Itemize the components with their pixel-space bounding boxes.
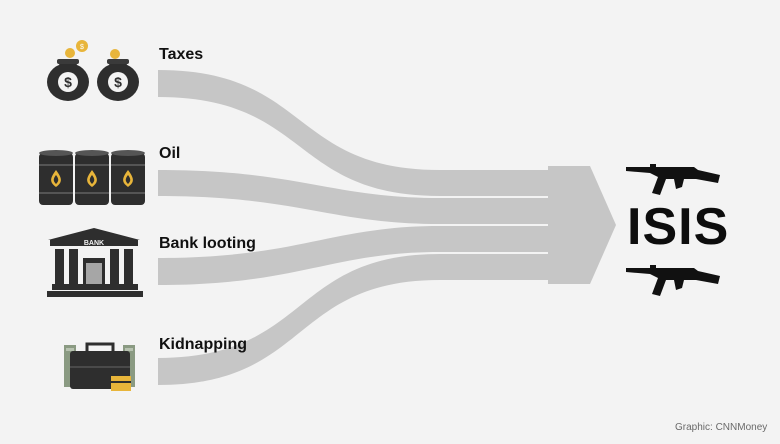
assault-rifle-icon — [626, 164, 720, 195]
svg-text:$: $ — [114, 74, 122, 90]
oil-barrel-icon — [75, 150, 109, 205]
assault-rifle-icon — [626, 265, 720, 296]
ransom-briefcase-icon — [64, 342, 135, 391]
flow-arrowhead — [548, 166, 616, 284]
target-label: ISIS — [627, 198, 730, 256]
bank-sign-text: BANK — [84, 240, 104, 247]
flow-band-oil — [158, 170, 560, 224]
source-label-oil: Oil — [159, 145, 181, 162]
money-bag-icon: $ $ — [47, 40, 89, 101]
graphic-credit: Graphic: CNNMoney — [675, 422, 768, 433]
source-label-taxes: Taxes — [159, 46, 204, 63]
oil-barrel-icon — [111, 150, 145, 205]
svg-text:$: $ — [80, 44, 84, 51]
flow-band-bank — [158, 226, 560, 285]
source-label-kidnapping: Kidnapping — [159, 336, 247, 353]
svg-text:$: $ — [64, 74, 72, 90]
source-label-bank-looting: Bank looting — [159, 235, 256, 252]
oil-barrel-icon — [39, 150, 73, 205]
flow-band-kidnapping — [158, 254, 560, 385]
money-bag-icon: $ — [97, 49, 139, 101]
bank-building-icon: BANK — [47, 228, 143, 297]
flow-band-taxes — [158, 70, 560, 196]
